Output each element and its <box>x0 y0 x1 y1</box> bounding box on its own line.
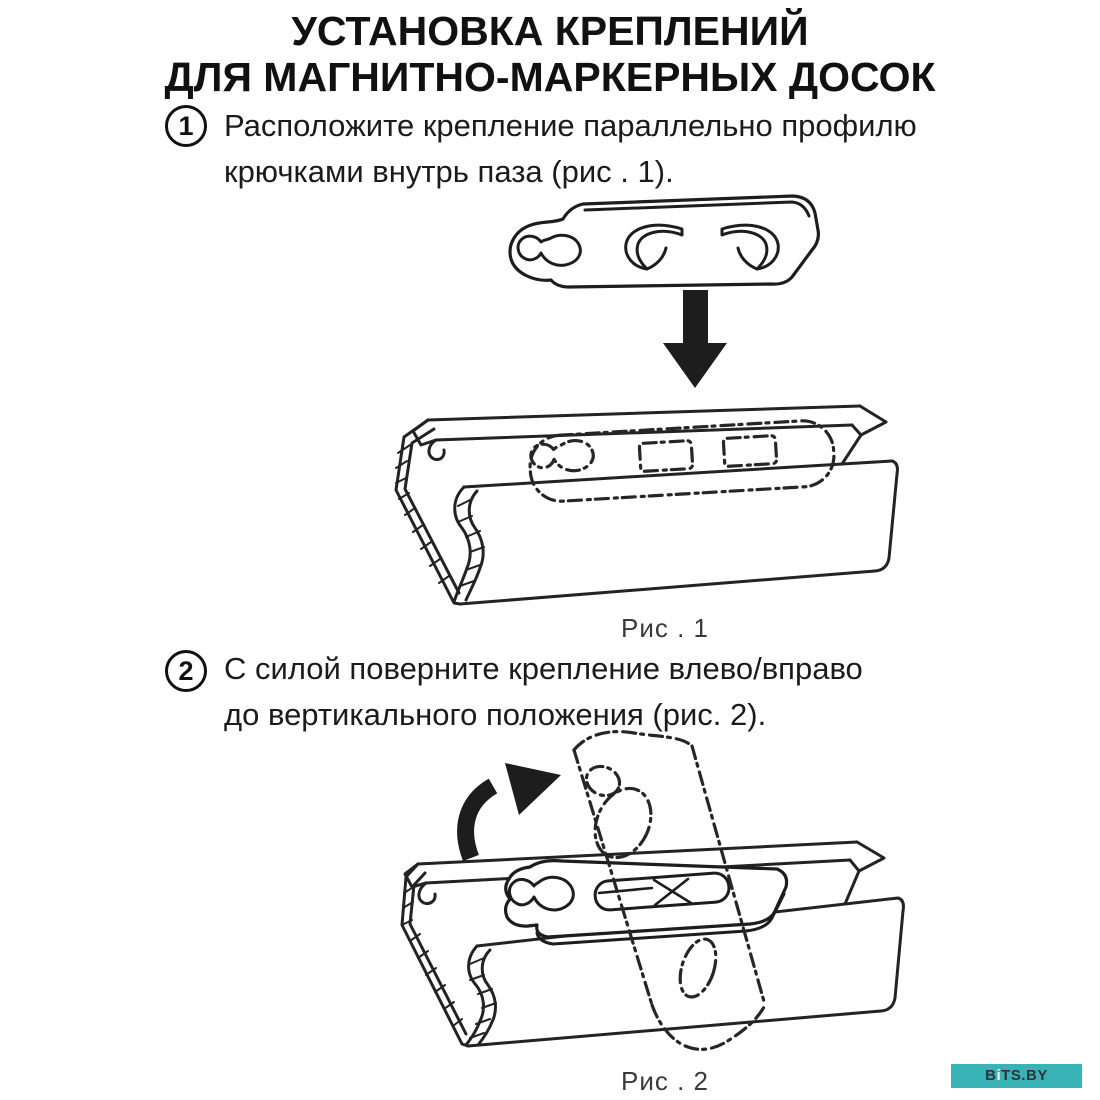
page-title-line1: УСТАНОВКА КРЕПЛЕНИЙ <box>291 8 809 54</box>
step-2-text: С силой поверните крепление влево/вправо… <box>224 646 863 738</box>
watermark-part-i: i <box>996 1067 1002 1084</box>
rotate-arrow-icon <box>457 763 561 862</box>
profile-rail <box>394 404 899 606</box>
slot-cutout <box>593 871 731 912</box>
page-title-line2: ДЛЯ МАГНИТНО-МАРКЕРНЫХ ДОСОК <box>164 54 936 100</box>
watermark-part-b: B <box>985 1067 997 1084</box>
step-1-line2: крючками внутрь паза (рис . 1). <box>224 154 674 189</box>
bracket-plate <box>508 194 820 289</box>
step-2-number: 2 <box>165 650 207 692</box>
step-1-number: 1 <box>165 105 207 147</box>
step-1-text: Расположите крепление параллельно профил… <box>224 103 917 195</box>
page-title: УСТАНОВКА КРЕПЛЕНИЙ ДЛЯ МАГНИТНО-МАРКЕРН… <box>0 8 1100 100</box>
step-1-line1: Расположите крепление параллельно профил… <box>224 108 917 143</box>
figure-1-bracket-drawing <box>508 194 820 289</box>
ghost-bracket-inserted <box>528 419 836 503</box>
watermark-part-rest: TS.BY <box>1001 1067 1048 1084</box>
figure-2-drawing <box>400 729 905 1051</box>
ghost-bracket-vertical <box>572 729 767 1051</box>
figure-1-caption: Рис . 1 <box>621 613 709 643</box>
hook-cutouts <box>624 223 780 271</box>
watermark-badge: BiTS.BY <box>951 1064 1082 1088</box>
mounted-bracket-plate <box>503 859 789 946</box>
figure-2-caption: Рис . 2 <box>621 1066 709 1096</box>
keyhole-cutout <box>516 233 582 267</box>
down-arrow-icon <box>663 290 727 388</box>
step-2-line2: до вертикального положения (рис. 2). <box>224 697 767 732</box>
keyhole-cutout <box>507 875 575 912</box>
figure-1-profile-drawing <box>394 404 899 606</box>
step-2-line1: С силой поверните крепление влево/вправо <box>224 651 863 686</box>
